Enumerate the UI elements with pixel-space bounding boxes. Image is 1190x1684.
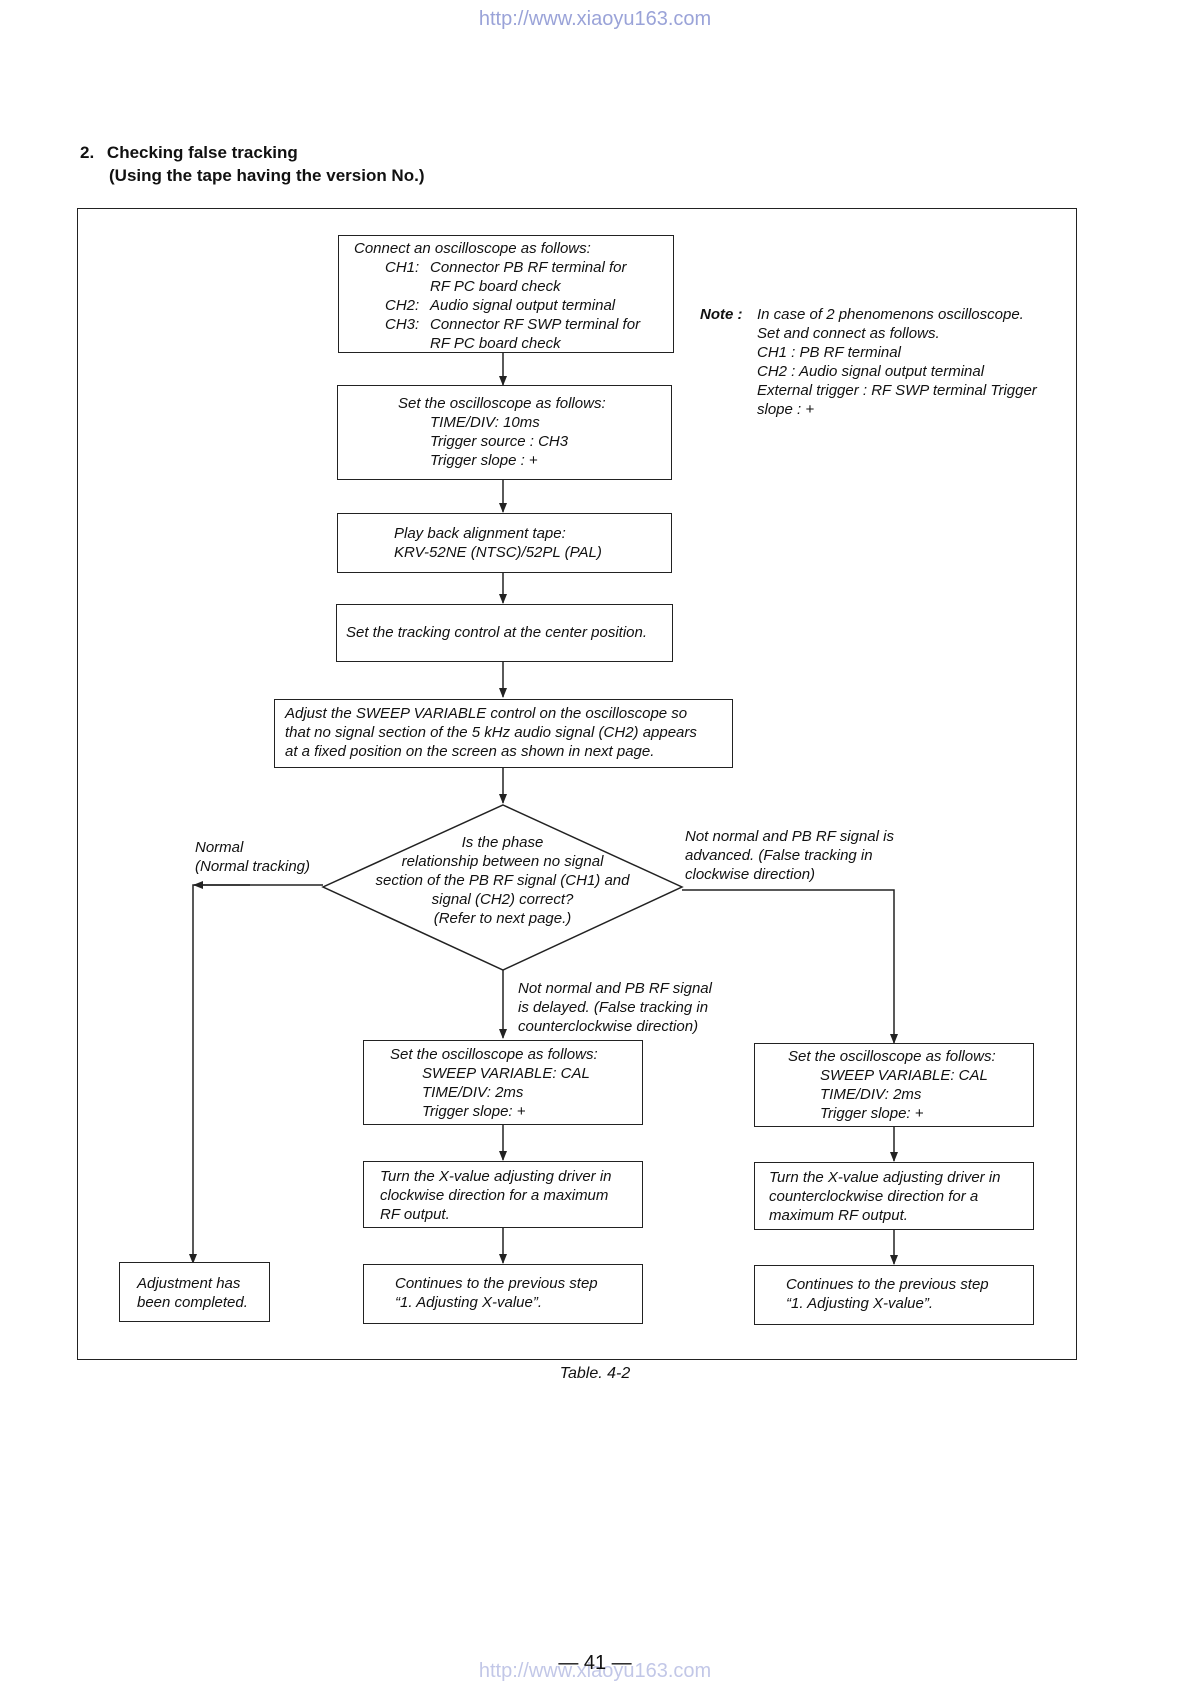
branch-delayed-line-3: counterclockwise direction) <box>518 1018 699 1035</box>
branch-delayed-label: Not normal and PB RF signal is delayed. … <box>518 979 712 1036</box>
branch-delayed-line-2: is delayed. (False tracking in <box>518 999 709 1016</box>
done-line-2: been completed. <box>137 1294 248 1311</box>
set-mid-intro: Set the oscilloscope as follows: <box>390 1046 598 1063</box>
arrow-advanced-branch <box>682 889 898 1044</box>
cont-mid-line-2: “1. Adjusting X-value”. <box>395 1294 543 1311</box>
watermark-url-bottom[interactable]: http://www.xiaoyu163.com <box>478 1660 712 1682</box>
step-turn-mid-box: Turn the X-value adjusting driver in clo… <box>363 1161 643 1228</box>
decision-line-5: (Refer to next page.) <box>433 910 572 927</box>
turn-mid-line-1: Turn the X-value adjusting driver in <box>380 1168 612 1185</box>
branch-advanced-label: Not normal and PB RF signal is advanced.… <box>685 827 894 884</box>
step-turn-right-box: Turn the X-value adjusting driver in cou… <box>754 1162 1034 1230</box>
step-set-right-box: Set the oscilloscope as follows: SWEEP V… <box>754 1043 1034 1127</box>
sweep-line-1: Adjust the SWEEP VARIABLE control on the… <box>285 705 688 722</box>
decision-line-4: signal (CH2) correct? <box>431 891 574 908</box>
step-set-scope-box: Set the oscilloscope as follows: TIME/DI… <box>337 385 672 480</box>
ch2-label: CH2: <box>385 297 420 314</box>
ch3-text: Connector RF SWP terminal for <box>430 316 641 333</box>
branch-advanced-line-2: advanced. (False tracking in <box>685 847 873 864</box>
section-subtitle: (Using the tape having the version No.) <box>109 166 425 185</box>
set-mid-line-3: Trigger slope: + <box>422 1103 526 1120</box>
step-play-box: Play back alignment tape: KRV-52NE (NTSC… <box>337 513 672 573</box>
branch-normal-label: Normal (Normal tracking) <box>195 838 310 876</box>
step-sweep-box: Adjust the SWEEP VARIABLE control on the… <box>274 699 733 768</box>
set-scope-line-2: Trigger source : CH3 <box>430 433 569 450</box>
arrow-normal-branch <box>189 884 323 1264</box>
watermark-url-top[interactable]: http://www.xiaoyu163.com <box>478 8 712 30</box>
branch-normal-line-2: (Normal tracking) <box>195 858 311 875</box>
set-scope-line-1: TIME/DIV: 10ms <box>430 414 540 431</box>
ch3-label: CH3: <box>385 316 420 333</box>
ch3-text-2: RF PC board check <box>430 335 561 352</box>
page-number: — 41 — <box>558 1652 632 1674</box>
section-number: 2. <box>80 143 95 162</box>
branch-normal-line-1: Normal <box>195 839 244 856</box>
note-line-6: slope : + <box>757 401 815 418</box>
decision-line-3: section of the PB RF signal (CH1) and <box>375 872 630 889</box>
turn-mid-line-3: RF output. <box>380 1206 450 1223</box>
decision-line-1: Is the phase <box>461 834 544 851</box>
table-caption: Table. 4-2 <box>559 1365 631 1382</box>
note-text: In case of 2 phenomenons oscilloscope. S… <box>757 305 1037 419</box>
connect-intro: Connect an oscilloscope as follows: <box>354 240 591 257</box>
cont-right-line-1: Continues to the previous step <box>786 1276 989 1293</box>
step-connect-box: Connect an oscilloscope as follows: CH1:… <box>338 235 674 353</box>
branch-delayed-line-1: Not normal and PB RF signal <box>518 980 712 997</box>
note-line-5: External trigger : RF SWP terminal Trigg… <box>757 382 1037 399</box>
set-right-line-2: TIME/DIV: 2ms <box>820 1086 922 1103</box>
sweep-line-3: at a fixed position on the screen as sho… <box>285 743 655 760</box>
decision-line-2: relationship between no signal <box>401 853 604 870</box>
step-continue-mid-box: Continues to the previous step “1. Adjus… <box>363 1264 643 1324</box>
set-right-intro: Set the oscilloscope as follows: <box>788 1048 996 1065</box>
ch1-label: CH1: <box>385 259 420 276</box>
cont-right-line-2: “1. Adjusting X-value”. <box>786 1295 934 1312</box>
step-continue-right-box: Continues to the previous step “1. Adjus… <box>754 1265 1034 1325</box>
set-mid-line-2: TIME/DIV: 2ms <box>422 1084 524 1101</box>
cont-mid-line-1: Continues to the previous step <box>395 1275 598 1292</box>
branch-advanced-line-3: clockwise direction) <box>685 866 816 883</box>
branch-advanced-line-1: Not normal and PB RF signal is <box>685 828 894 845</box>
note-line-2: Set and connect as follows. <box>757 325 940 342</box>
turn-right-line-2: counterclockwise direction for a <box>769 1188 979 1205</box>
step-tracking-box: Set the tracking control at the center p… <box>336 604 673 662</box>
note-line-3: CH1 : PB RF terminal <box>757 344 901 361</box>
section-heading: 2. Checking false tracking <box>80 143 298 163</box>
turn-right-line-1: Turn the X-value adjusting driver in <box>769 1169 1001 1186</box>
note-line-4: CH2 : Audio signal output terminal <box>757 363 985 380</box>
step-set-mid-box: Set the oscilloscope as follows: SWEEP V… <box>363 1040 643 1125</box>
ch1-text-2: RF PC board check <box>430 278 561 295</box>
set-scope-intro: Set the oscilloscope as follows: <box>398 395 606 412</box>
set-mid-line-1: SWEEP VARIABLE: CAL <box>422 1065 590 1082</box>
turn-right-line-3: maximum RF output. <box>769 1207 908 1224</box>
flowchart-frame <box>77 208 1077 1360</box>
section-title: Checking false tracking <box>106 143 298 162</box>
ch2-text: Audio signal output terminal <box>430 297 616 314</box>
tracking-line-1: Set the tracking control at the center p… <box>346 624 648 641</box>
sweep-line-2: that no signal section of the 5 kHz audi… <box>285 724 697 741</box>
set-right-line-1: SWEEP VARIABLE: CAL <box>820 1067 988 1084</box>
turn-mid-line-2: clockwise direction for a maximum <box>380 1187 609 1204</box>
note-line-1: In case of 2 phenomenons oscilloscope. <box>757 306 1024 323</box>
note-label: Note : <box>700 306 743 323</box>
play-line-1: Play back alignment tape: <box>394 525 566 542</box>
decision-text: Is the phase relationship between no sig… <box>340 833 665 928</box>
ch1-text: Connector PB RF terminal for <box>430 259 627 276</box>
play-line-2: KRV-52NE (NTSC)/52PL (PAL) <box>394 544 602 561</box>
set-scope-line-3: Trigger slope : + <box>430 452 538 469</box>
step-done-box: Adjustment has been completed. <box>119 1262 270 1322</box>
done-line-1: Adjustment has <box>137 1275 241 1292</box>
set-right-line-3: Trigger slope: + <box>820 1105 924 1122</box>
